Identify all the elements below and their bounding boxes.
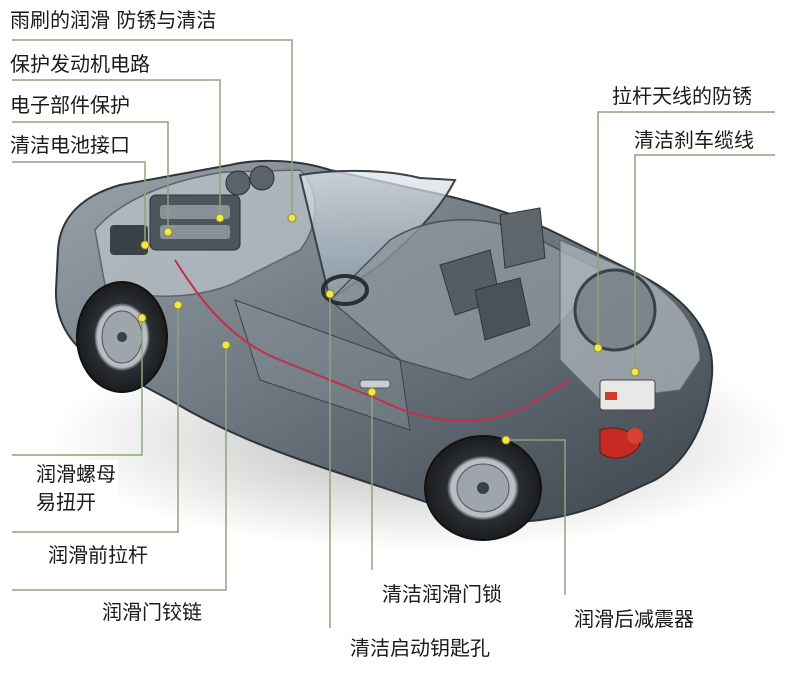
marker-wiper [287, 213, 297, 223]
callout-shock: 润滑后减震器 [572, 607, 696, 631]
spare-wheel [573, 268, 657, 352]
marker-front-rod [173, 300, 183, 310]
steering-wheel [321, 274, 369, 306]
callout-wiper: 雨刷的润滑 防锈与清洁 [8, 8, 219, 32]
door-handle [359, 379, 391, 389]
marker-ignition [325, 289, 335, 299]
markers [137, 213, 640, 445]
marker-nut [137, 313, 147, 323]
battery [599, 379, 656, 411]
callout-engine-circuit: 保护发动机电路 [8, 52, 152, 76]
taillight-round [627, 428, 643, 444]
seats [439, 207, 546, 341]
marker-engine-circuit [215, 213, 225, 223]
marker-shock [501, 435, 511, 445]
callout-front-rod: 润滑前拉杆 [46, 543, 150, 567]
callout-door-lock: 清洁润滑门锁 [380, 582, 504, 606]
callout-battery: 清洁电池接口 [8, 133, 132, 157]
marker-brake-cable [630, 367, 640, 377]
engine-block [110, 165, 275, 255]
callout-nut: 润滑螺母 易扭开 [34, 460, 118, 516]
leader-lines [12, 39, 775, 628]
marker-electronics [163, 227, 173, 237]
marker-battery [140, 240, 150, 250]
front-wheel [76, 281, 168, 393]
callout-brake-cable: 清洁刹车缆线 [632, 128, 756, 152]
wiring-harness [174, 259, 571, 422]
rear-wheel [424, 435, 542, 541]
marker-door-lock [367, 387, 377, 397]
callout-ignition: 清洁启动钥匙孔 [348, 636, 492, 660]
marker-antenna [593, 343, 603, 353]
door-panel [234, 299, 411, 431]
windshield [298, 169, 457, 302]
callout-hinge: 润滑门铰链 [100, 600, 204, 624]
marker-hinge [221, 340, 231, 350]
callout-electronics: 电子部件保护 [8, 93, 132, 117]
callout-antenna: 拉杆天线的防锈 [610, 84, 754, 108]
